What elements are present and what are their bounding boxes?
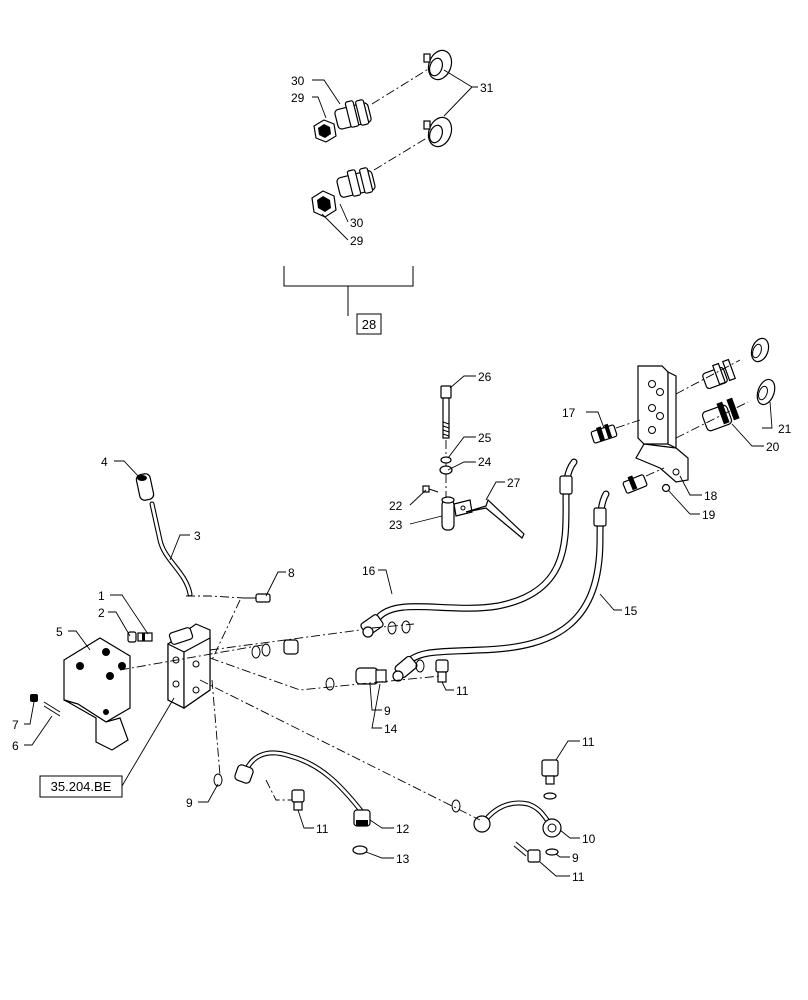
washer-24 <box>439 465 453 475</box>
callout-11-mid: 11 <box>456 684 469 698</box>
callout-31: 31 <box>480 81 494 95</box>
screw-22 <box>422 485 439 493</box>
callout-22: 22 <box>389 499 403 513</box>
leader-lines <box>24 69 773 877</box>
callout-11-right-bottom: 11 <box>572 870 585 884</box>
callout-15: 15 <box>624 604 638 618</box>
callout-8: 8 <box>288 566 295 580</box>
fitting-17 <box>590 423 618 444</box>
callout-25: 25 <box>478 431 492 445</box>
hose-15 <box>392 490 610 682</box>
bolt-11-mid <box>435 659 449 683</box>
callout-19: 19 <box>702 508 716 522</box>
valve-block <box>167 623 211 710</box>
tube-3 <box>149 501 193 597</box>
seal-ring <box>251 645 261 659</box>
callout-9-lower: 9 <box>186 796 193 810</box>
callout-7: 7 <box>12 718 19 732</box>
callout-17: 17 <box>562 406 576 420</box>
coupler-upper <box>313 99 372 143</box>
kit-reference-text: 28 <box>362 317 376 332</box>
callout-9-right: 9 <box>572 851 579 865</box>
washer-13 <box>352 845 368 855</box>
washer-9-right <box>545 848 559 856</box>
callout-labels: 30 29 31 30 29 26 25 24 27 22 23 17 21 2… <box>12 74 792 884</box>
callout-14: 14 <box>384 722 398 736</box>
coupler-right-lower <box>701 378 776 432</box>
dust-cap-lower <box>423 116 453 148</box>
bolt-26 <box>440 385 452 439</box>
callout-20: 20 <box>766 440 780 454</box>
callout-24: 24 <box>478 455 492 469</box>
mounting-bracket <box>635 365 689 483</box>
section-reference-box <box>39 775 123 798</box>
fitting-4 <box>135 473 155 501</box>
coupler-right-upper <box>702 337 770 390</box>
washer-9-lower <box>213 773 223 787</box>
fitting-19 <box>622 474 671 494</box>
callout-27: 27 <box>507 476 521 490</box>
callout-4: 4 <box>101 455 108 469</box>
dust-cap-upper <box>423 49 453 81</box>
callout-29-bottom: 29 <box>350 234 364 248</box>
callout-1: 1 <box>98 589 105 603</box>
callout-30-bottom: 30 <box>350 216 364 230</box>
adapter <box>283 639 299 655</box>
callout-12: 12 <box>396 822 410 836</box>
callout-9-mid: 9 <box>384 704 391 718</box>
washer-25 <box>440 456 452 464</box>
bolt-11-right-bottom <box>513 841 541 863</box>
callout-29-top: 29 <box>291 91 305 105</box>
callout-6: 6 <box>12 739 19 753</box>
hose-16 <box>360 458 578 638</box>
callout-21: 21 <box>778 422 792 436</box>
plug-1-2 <box>127 631 153 643</box>
rod-27 <box>465 498 525 539</box>
tube-12 <box>234 750 371 827</box>
callout-3: 3 <box>194 529 201 543</box>
callout-11-right-top: 11 <box>582 735 595 749</box>
section-reference-text: 35.204.BE <box>51 779 112 794</box>
callout-16: 16 <box>362 564 376 578</box>
kit-reference-box <box>356 313 382 335</box>
callout-13: 13 <box>396 852 410 866</box>
callout-30-top: 30 <box>291 74 305 88</box>
callout-18: 18 <box>704 489 718 503</box>
kit-bracket <box>283 266 414 316</box>
plate-5 <box>63 637 131 751</box>
section-reference: 35.204.BE <box>39 775 123 798</box>
callout-10: 10 <box>582 832 596 846</box>
kit-group-28: 28 <box>283 49 453 335</box>
clamp-23 <box>441 496 473 531</box>
callout-11-lower: 11 <box>316 822 329 836</box>
callout-2: 2 <box>98 606 105 620</box>
coupler-lower <box>311 167 376 218</box>
tube-10 <box>473 800 562 838</box>
callout-23: 23 <box>389 518 403 532</box>
screw-6-7 <box>30 694 61 717</box>
callout-5: 5 <box>56 625 63 639</box>
callout-26: 26 <box>478 370 492 384</box>
bolt-11-lower <box>291 789 305 811</box>
bolt-11-right-top <box>541 759 559 785</box>
